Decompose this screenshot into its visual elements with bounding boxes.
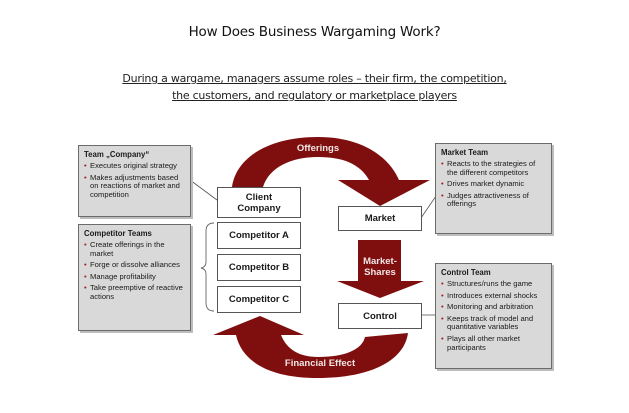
list-item: Drives market dynamic [441, 180, 546, 189]
control-team-box: Control Team Structures/runs the game In… [435, 263, 552, 369]
market-node: Market [338, 206, 422, 231]
list-item: Take preemptive of reactive actions [84, 284, 185, 301]
list-item: Executes original strategy [84, 161, 185, 171]
team-company-header: Team „Company“ [84, 150, 150, 159]
list-item: Manage profitability [84, 272, 185, 282]
list-item: Keeps track of model and quantitative va… [441, 314, 546, 332]
control-node: Control [338, 303, 422, 329]
financial-effect-arrow [213, 316, 408, 378]
financial-effect-label: Financial Effect [284, 358, 356, 369]
market-team-header: Market Team [441, 148, 489, 157]
team-company-box: Team „Company“ Executes original strateg… [78, 145, 191, 217]
list-item: Structures/runs the game [441, 279, 546, 289]
diagram-title: How Does Business Wargaming Work? [188, 24, 441, 40]
competitor-teams-box: Competitor Teams Create offerings in the… [78, 224, 191, 331]
control-team-header: Control Team [441, 268, 491, 277]
offerings-label: Offerings [296, 143, 340, 154]
diagram-subtitle: During a wargame, managers assume roles … [0, 70, 629, 104]
market-shares-arrow [337, 240, 424, 298]
market-team-box: Market Team Reacts to the strategies of … [435, 143, 552, 234]
competitor-brace [200, 222, 215, 312]
list-item: Create offerings in the market [84, 240, 185, 258]
connector-market-to-marketteam [420, 195, 437, 219]
subtitle-line-2: the customers, and regulatory or marketp… [172, 89, 457, 102]
connector-company-to-client [189, 179, 218, 201]
client-company-label: Client Company [237, 191, 281, 214]
list-item: Forge or dissolve alliances [84, 261, 185, 270]
market-shares-label: Market-Shares [363, 256, 397, 278]
list-item: Judges attractiveness of offerings [441, 191, 546, 209]
list-item: Introduces external shocks [441, 291, 546, 301]
competitor-b-node: Competitor B [217, 254, 301, 281]
client-company-node: Client Company [217, 187, 301, 218]
offerings-arrow [232, 137, 430, 206]
list-item: Monitoring and arbitration [441, 303, 546, 312]
subtitle-line-1: During a wargame, managers assume roles … [122, 72, 507, 85]
list-item: Reacts to the strategies of the differen… [441, 159, 546, 177]
competitor-a-node: Competitor A [217, 222, 301, 249]
list-item: Plays all other market participants [441, 334, 546, 352]
competitor-teams-header: Competitor Teams [84, 229, 152, 238]
competitor-c-node: Competitor C [217, 286, 301, 313]
list-item: Makes adjustments based on reactions of … [84, 173, 185, 200]
